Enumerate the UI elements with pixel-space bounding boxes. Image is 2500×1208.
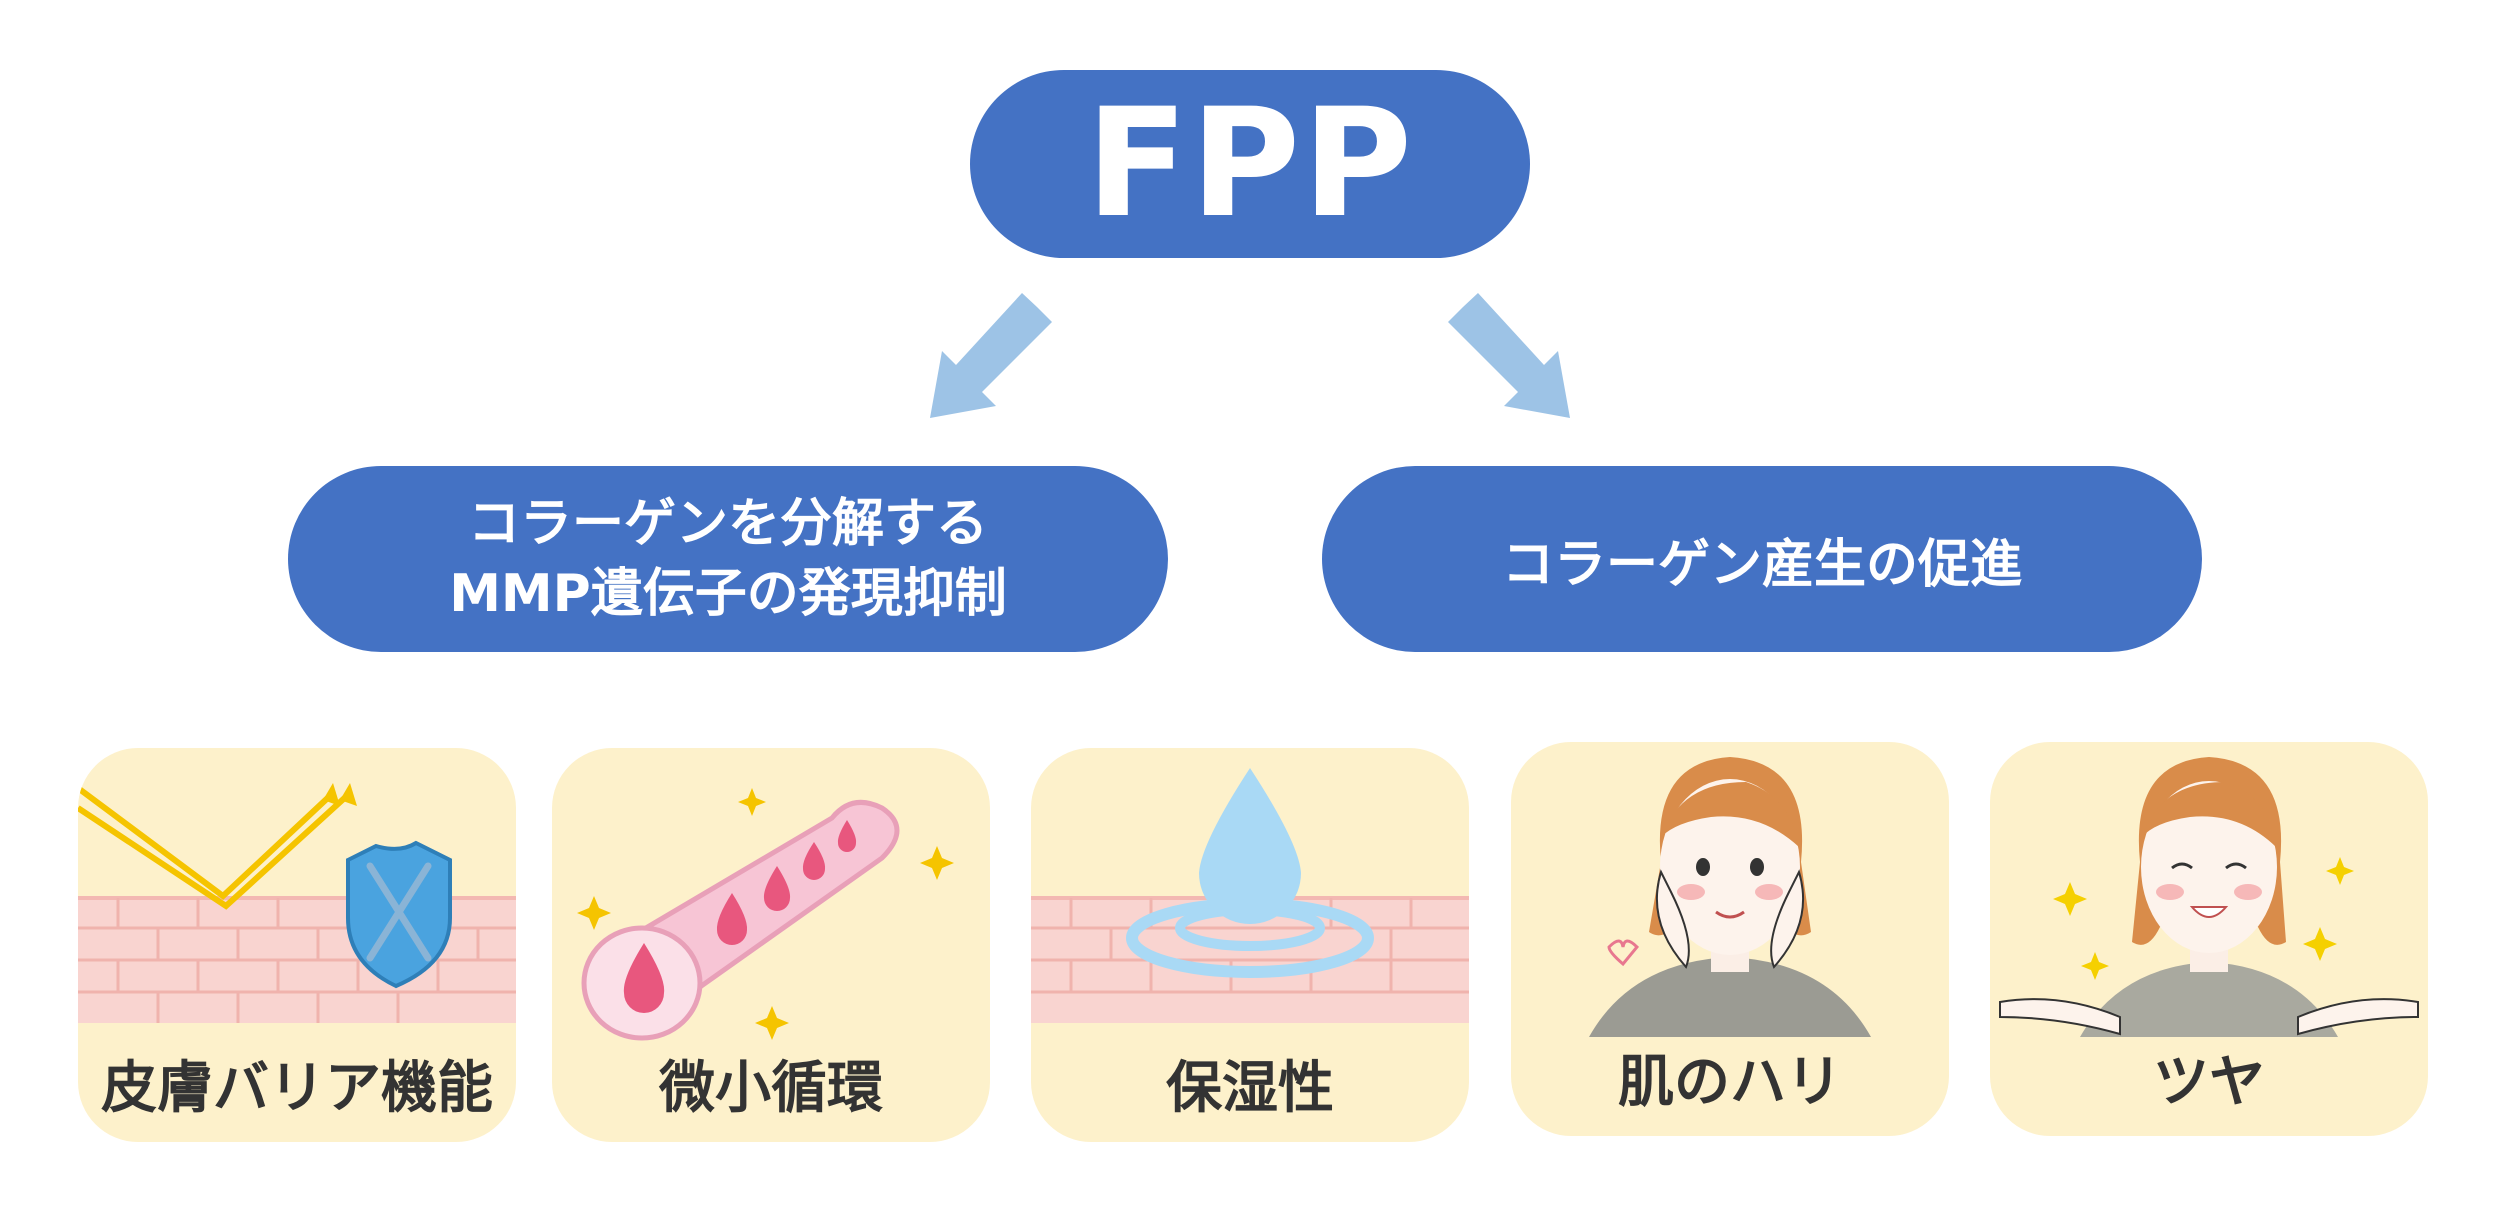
card-skin-barrier: 皮膚バリア機能 [78, 748, 516, 1142]
card-label: 肌のハリ [1618, 1050, 1842, 1115]
blood-vessel-icon [577, 788, 954, 1041]
woman-radiant-icon [1999, 757, 2419, 1037]
branch-line: コラーゲンを分解する [467, 494, 988, 554]
card-label: 皮膚バリア機能 [101, 1056, 493, 1121]
water-drop-icon [1031, 768, 1469, 1023]
card-label: ツヤ [2153, 1050, 2265, 1115]
woman-holding-face-icon [1589, 757, 1871, 1037]
card-radiance: ツヤ [1990, 742, 2428, 1136]
branch-node-mmp-suppression: コラーゲンを分解する MMP遺伝子の発現抑制 [288, 466, 1168, 652]
root-label: FPP [1085, 77, 1415, 251]
card-label: 保湿性 [1166, 1056, 1334, 1121]
branch-line: MMP遺伝子の発現抑制 [449, 564, 1007, 624]
arrow-down-right-icon [1448, 293, 1570, 418]
branch-line: コラーゲン産生の促進 [1501, 534, 2022, 595]
card-moisture: 保湿性 [1031, 748, 1469, 1142]
root-node-fpp: FPP [970, 70, 1530, 258]
card-label: 微小循環 [659, 1056, 883, 1121]
branch-node-collagen-production: コラーゲン産生の促進 [1322, 466, 2202, 652]
skin-barrier-shield-icon [78, 783, 516, 1023]
arrow-down-left-icon [930, 293, 1052, 418]
card-microcirculation: 微小循環 [552, 748, 990, 1142]
card-firmness: 肌のハリ [1511, 742, 1949, 1136]
